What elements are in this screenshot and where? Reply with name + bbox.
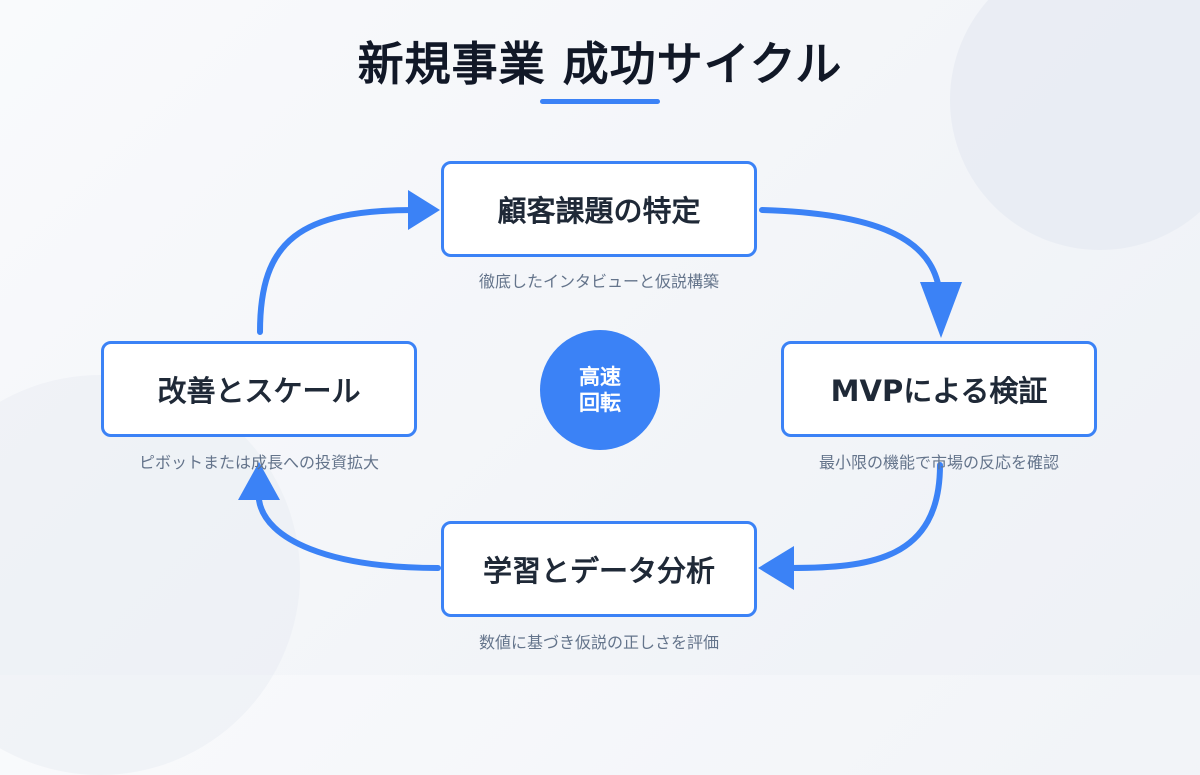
- arrowhead-right-down: [920, 282, 962, 338]
- arrow-top-to-right: [759, 207, 943, 298]
- cycle-step-improve-scale-description: ピボットまたは成長への投資拡大: [138, 453, 379, 472]
- center-badge-line1: 高速: [579, 364, 621, 389]
- arrowhead-bottom-left: [758, 546, 794, 590]
- arrowhead-top-right: [408, 190, 440, 230]
- center-badge: 高速 回転: [540, 330, 660, 450]
- page-title: 新規事業 成功サイクル: [357, 37, 843, 91]
- cycle-step-customer-problem: 顧客課題の特定: [441, 161, 757, 257]
- arrowhead-left-up: [238, 462, 280, 500]
- cycle-step-customer-problem-description: 徹底したインタビューと仮説構築: [478, 272, 719, 291]
- cycle-arrows: [238, 190, 962, 590]
- arrow-right-to-bottom: [787, 462, 943, 571]
- center-badge-line2: 回転: [579, 391, 621, 415]
- cycle-step-mvp-validation-description: 最小限の機能で市場の反応を確認: [818, 453, 1059, 472]
- cycle-step-improve-scale: 改善とスケール: [101, 341, 417, 437]
- cycle-step-learning-analysis: 学習とデータ分析: [441, 521, 757, 617]
- cycle-step-learning-analysis-description: 数値に基づき仮説の正しさを評価: [478, 633, 719, 652]
- cycle-step-mvp-validation: MVPによる検証: [781, 341, 1097, 437]
- arrow-bottom-to-left: [256, 497, 441, 571]
- title-underline: [540, 99, 660, 104]
- arrow-left-to-top: [257, 207, 418, 335]
